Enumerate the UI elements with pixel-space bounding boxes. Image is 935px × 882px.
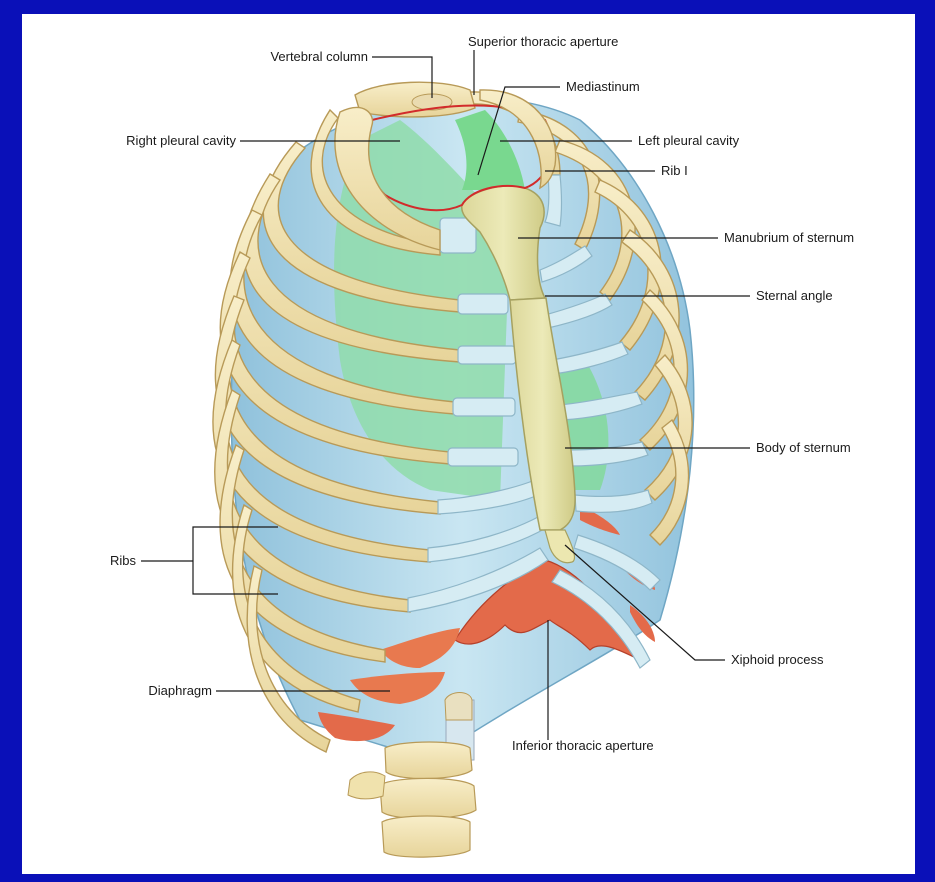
label-xiphoid-process: Xiphoid process xyxy=(731,652,824,667)
label-rib-1: Rib I xyxy=(661,163,688,178)
label-manubrium-of-sternum: Manubrium of sternum xyxy=(724,230,854,245)
label-vertebral-column: Vertebral column xyxy=(270,49,368,64)
label-right-pleural-cavity: Right pleural cavity xyxy=(126,133,236,148)
label-sternal-angle: Sternal angle xyxy=(756,288,833,303)
label-mediastinum: Mediastinum xyxy=(566,79,640,94)
label-inferior-thoracic-aperture: Inferior thoracic aperture xyxy=(512,738,654,753)
label-superior-thoracic-aperture: Superior thoracic aperture xyxy=(468,34,618,49)
label-diaphragm: Diaphragm xyxy=(148,683,212,698)
label-ribs: Ribs xyxy=(110,553,137,568)
label-body-of-sternum: Body of sternum xyxy=(756,440,851,455)
label-left-pleural-cavity: Left pleural cavity xyxy=(638,133,740,148)
